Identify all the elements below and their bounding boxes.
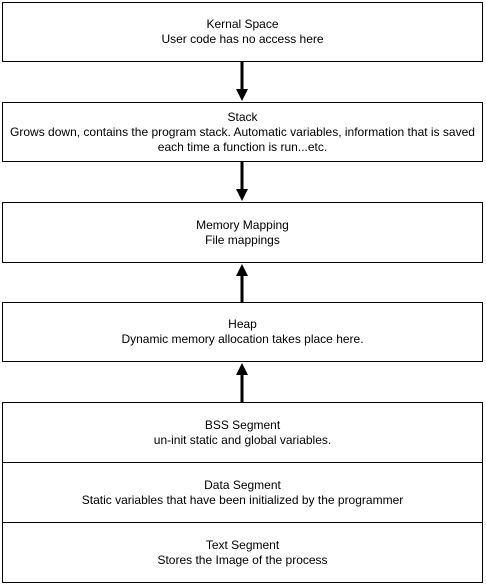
- data-segment-desc: Static variables that have been initiali…: [81, 492, 404, 507]
- bss-segment-box: BSS Segment un-init static and global va…: [2, 402, 483, 463]
- kernel-space-desc: User code has no access here: [161, 32, 324, 46]
- stack-desc: Grows down, contains the program stack. …: [10, 124, 475, 154]
- kernel-space-title: Kernal Space: [206, 17, 279, 31]
- kernel-space-box: Kernal Space User code has no access her…: [2, 2, 483, 62]
- heap-box: Heap Dynamic memory allocation takes pla…: [2, 302, 483, 362]
- stack-box: Stack Grows down, contains the program s…: [2, 102, 483, 162]
- memory-mapping-title: Memory Mapping: [196, 217, 289, 232]
- bss-segment-title: BSS Segment: [204, 417, 281, 432]
- arrow-heap-to-memory-mapping: [236, 264, 248, 302]
- bss-segment-desc: un-init static and global variables.: [153, 432, 332, 447]
- text-segment-title: Text Segment: [205, 537, 280, 552]
- memory-mapping-desc: File mappings: [205, 232, 280, 247]
- data-segment-title: Data Segment: [204, 477, 281, 492]
- text-segment-desc: Stores the Image of the process: [157, 552, 328, 567]
- arrow-kernel-to-stack: [236, 62, 248, 101]
- data-segment-box: Data Segment Static variables that have …: [2, 462, 483, 523]
- arrow-stack-to-memory-mapping: [236, 162, 248, 201]
- heap-desc: Dynamic memory allocation takes place he…: [121, 332, 364, 346]
- heap-title: Heap: [228, 317, 257, 331]
- stack-title: Stack: [227, 109, 258, 124]
- memory-mapping-box: Memory Mapping File mappings: [2, 202, 483, 263]
- arrow-bss-to-heap: [236, 363, 248, 402]
- text-segment-box: Text Segment Stores the Image of the pro…: [2, 522, 483, 583]
